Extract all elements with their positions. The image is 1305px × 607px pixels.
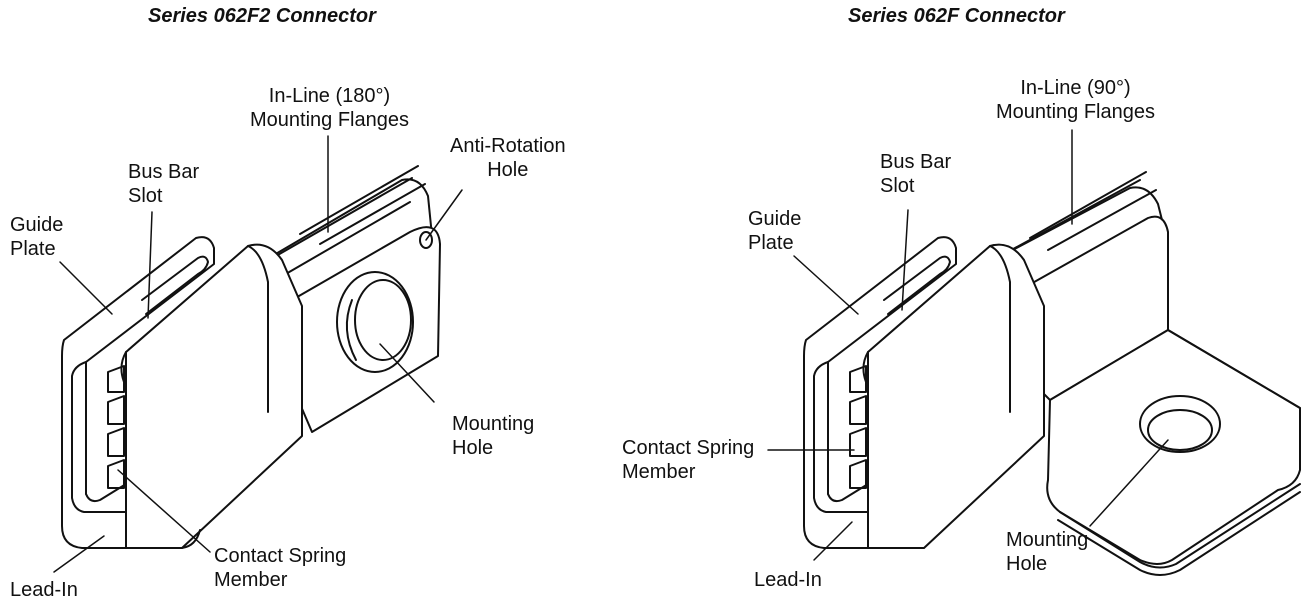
label-leadin-right: Lead-In [754, 568, 822, 592]
label-mounting-left: Mounting Hole [452, 412, 534, 460]
label-line: Member [214, 569, 288, 591]
label-line: Mounting [1006, 529, 1089, 551]
label-leadin-left: Lead-In [10, 578, 78, 602]
label-line: Plate [10, 238, 56, 260]
label-busbar-left: Bus Bar Slot [128, 160, 199, 208]
label-line: Mounting Flanges [996, 101, 1155, 123]
label-flanges-right: In-Line (90°) Mounting Flanges [996, 76, 1155, 124]
label-line: Hole [487, 159, 529, 181]
leader-lines [53, 129, 1169, 573]
label-line: Slot [128, 185, 163, 207]
label-line: Guide [10, 214, 64, 236]
series-062f2-title: Series 062F2 Connector [148, 5, 376, 27]
connector-062f2-drawing [61, 165, 441, 549]
label-line: Mounting Flanges [250, 109, 409, 131]
label-guide-left: Guide Plate [10, 213, 63, 261]
leader-leadin-right [813, 521, 853, 561]
label-line: Hole [452, 437, 494, 459]
label-line: Anti-Rotation [450, 135, 566, 157]
label-guide-right: Guide Plate [748, 207, 801, 255]
leader-leadin-left [53, 535, 105, 573]
label-line: Contact Spring [622, 437, 755, 459]
label-line: In-Line (90°) [1020, 77, 1131, 99]
label-mounting-right: Mounting Hole [1006, 528, 1088, 576]
label-line: Member [622, 461, 696, 483]
label-contact-left: Contact Spring Member [214, 544, 346, 592]
label-line: Slot [880, 175, 915, 197]
label-line: Mounting [452, 413, 535, 435]
label-line: Bus Bar [880, 151, 952, 173]
label-antirot-left: Anti-Rotation Hole [450, 134, 566, 182]
label-line: Contact Spring [214, 545, 347, 567]
leader-busbar-left [147, 211, 153, 319]
leader-antirot-left [425, 189, 463, 241]
leader-mounting-right [1089, 439, 1169, 527]
leader-guide-right [793, 255, 859, 315]
leader-mounting-left [379, 343, 435, 403]
series-062f-title: Series 062F Connector [848, 5, 1065, 27]
label-flanges-left: In-Line (180°) Mounting Flanges [250, 84, 409, 132]
label-line: Lead-In [754, 569, 822, 591]
leader-contact-left [117, 469, 211, 553]
leader-guide-left [59, 261, 113, 315]
label-line: Lead-In [10, 579, 78, 601]
label-line: Plate [748, 232, 794, 254]
label-line: Hole [1006, 553, 1048, 575]
label-busbar-right: Bus Bar Slot [880, 150, 951, 198]
label-line: In-Line (180°) [268, 85, 391, 107]
label-contact-right: Contact Spring Member [622, 436, 754, 484]
label-line: Bus Bar [128, 161, 200, 183]
label-line: Guide [748, 208, 802, 230]
leader-busbar-right [901, 209, 909, 311]
connector-062f-drawing [803, 171, 1301, 576]
